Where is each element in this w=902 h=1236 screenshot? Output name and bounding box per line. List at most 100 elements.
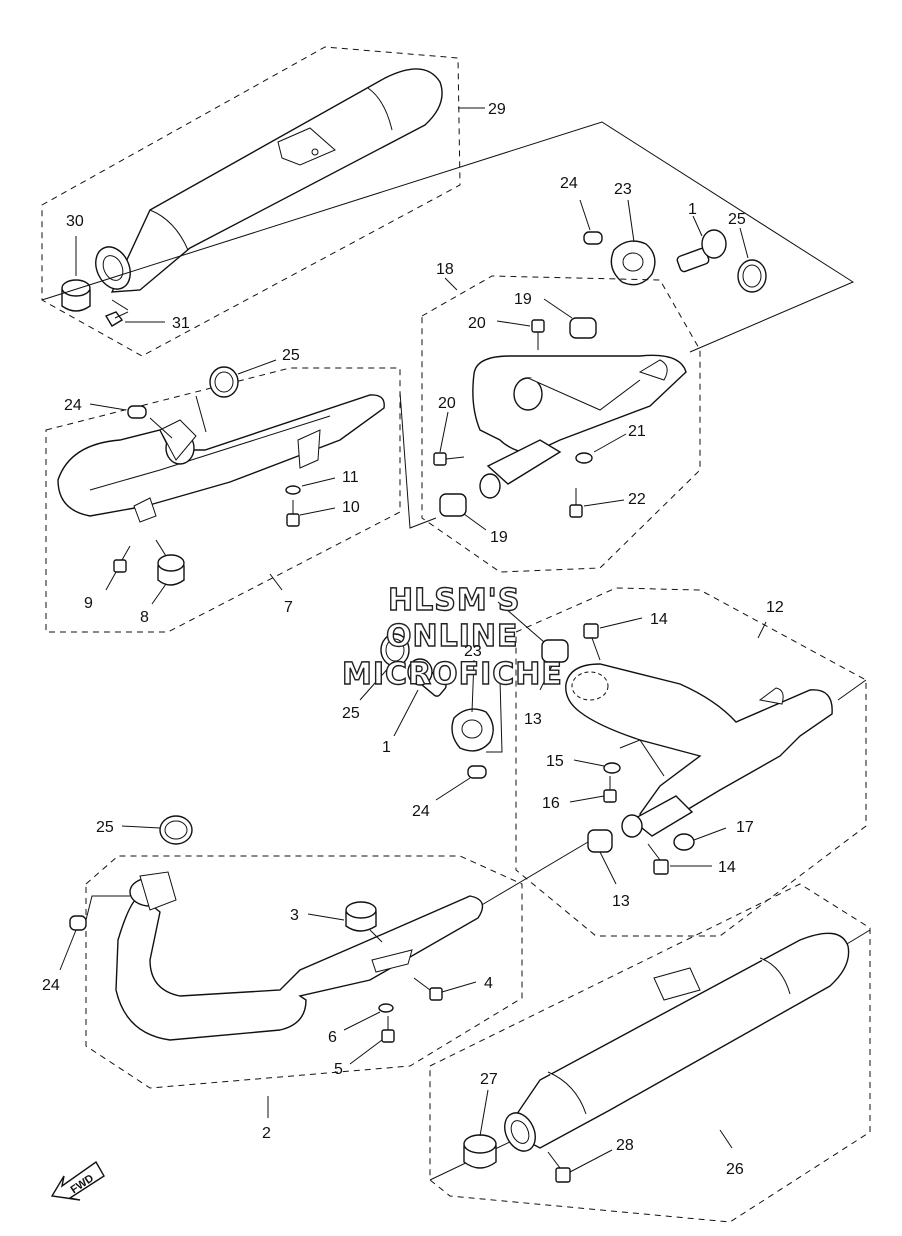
group-18-exhaust-pipe [421,275,701,573]
gasket-30[interactable] [61,279,91,312]
callout-20: 20 [438,395,456,412]
watermark-line-3: MICROFICHE [342,657,563,692]
callout-23: 23 [614,181,632,198]
bolt-14-upper[interactable] [583,623,601,661]
bolt-31[interactable] [104,311,129,327]
callout-25: 25 [96,819,114,836]
bolt-10[interactable] [286,500,300,527]
callout-24: 24 [412,803,430,820]
exhaust-pipe-18[interactable] [472,354,687,499]
washer-11[interactable] [285,485,301,495]
watermark: HLSM'S ONLINE MICROFICHE [341,582,563,692]
callout-11: 11 [342,469,359,486]
washer-15[interactable] [603,762,621,774]
gasket-plate-23-middle[interactable] [451,708,494,752]
callout-7: 7 [284,599,293,616]
muffler-upper[interactable] [89,68,443,295]
collar-13-upper[interactable] [541,639,569,663]
callout-2: 2 [262,1125,271,1142]
callout-15: 15 [546,753,564,770]
bolt-4[interactable] [413,977,443,1001]
callout-1: 1 [688,201,697,218]
callout-14: 14 [718,859,736,876]
callout-29: 29 [488,101,506,118]
gasket-25-lower[interactable] [159,815,193,845]
gasket-plate-23-upper[interactable] [610,240,656,286]
bolt-22[interactable] [569,488,583,518]
callout-24: 24 [560,175,578,192]
callout-21: 21 [628,423,646,440]
exhaust-stud-1-middle[interactable] [407,658,448,698]
group-29-muffler-assembly [41,46,485,357]
callout-13: 13 [612,893,630,910]
callout-19: 19 [514,291,532,308]
callout-18: 18 [436,261,454,278]
callout-16: 16 [542,795,560,812]
part-24-upper[interactable] [583,231,603,245]
callout-24: 24 [42,977,60,994]
group-12-exhaust-pipe [515,587,867,937]
bolt-28[interactable] [547,1151,571,1183]
part-24-middle[interactable] [467,765,487,779]
part-24-left[interactable] [127,405,147,419]
callout-27: 27 [480,1071,498,1088]
callout-25: 25 [282,347,300,364]
bolt-14-lower[interactable] [647,843,669,875]
collar-13-lower[interactable] [587,829,613,853]
bolt-20-upper[interactable] [531,319,545,350]
callout-13: 13 [524,711,542,728]
callout-10: 10 [342,499,360,516]
assembly-outline-rear [41,121,855,353]
exhaust-stud-1-upper[interactable] [676,229,727,273]
callout-14: 14 [650,611,668,628]
muffler-lower[interactable] [499,932,850,1156]
watermark-line-1: HLSM'S [388,583,520,618]
nut-17[interactable] [673,833,695,851]
bolt-20-lower[interactable] [433,452,465,466]
callout-28: 28 [616,1137,634,1154]
gasket-3[interactable] [345,901,377,932]
part-24-lower[interactable] [69,915,87,931]
exhaust-pipe-7[interactable] [57,394,385,523]
callout-8: 8 [140,609,149,626]
callout-9: 9 [84,595,93,612]
callout-24: 24 [64,397,82,414]
callout-31: 31 [172,315,190,332]
callout-5: 5 [334,1061,343,1078]
collar-19-upper[interactable] [569,317,597,339]
callout-19: 19 [490,529,508,546]
callout-25: 25 [728,211,746,228]
callout-20: 20 [468,315,486,332]
exhaust-pipe-2[interactable] [115,871,484,1041]
callout-4: 4 [484,975,493,992]
bolt-16[interactable] [603,776,617,803]
gasket-27[interactable] [463,1134,497,1169]
gasket-25-middle[interactable] [380,633,410,667]
group-2-exhaust-pipe [85,855,523,1118]
gasket-25-left[interactable] [209,366,239,398]
watermark-line-2: ONLINE [386,619,519,654]
washer-6[interactable] [378,1003,394,1013]
callout-1: 1 [382,739,391,756]
gasket-8[interactable] [157,554,185,586]
collar-19-lower[interactable] [439,493,467,517]
gasket-25-upper[interactable] [737,259,767,293]
bolt-9[interactable] [113,545,131,573]
fwd-arrow-icon: FWD [50,1160,105,1201]
washer-21[interactable] [575,452,593,464]
callout-23: 23 [464,643,482,660]
callout-22: 22 [628,491,646,508]
group-7-exhaust-pipe [45,359,401,633]
bolt-5[interactable] [381,1016,395,1043]
callout-17: 17 [736,819,754,836]
callout-labels: 29 30 31 24 23 1 25 18 19 20 20 21 22 19… [42,101,784,1178]
callout-25: 25 [342,705,360,722]
group-26-muffler-assembly [429,883,871,1223]
exhaust-pipe-12[interactable] [565,663,833,838]
callout-26: 26 [726,1161,744,1178]
callout-30: 30 [66,213,84,230]
callout-12: 12 [766,599,784,616]
connector-7-18 [399,391,437,529]
callout-6: 6 [328,1029,337,1046]
